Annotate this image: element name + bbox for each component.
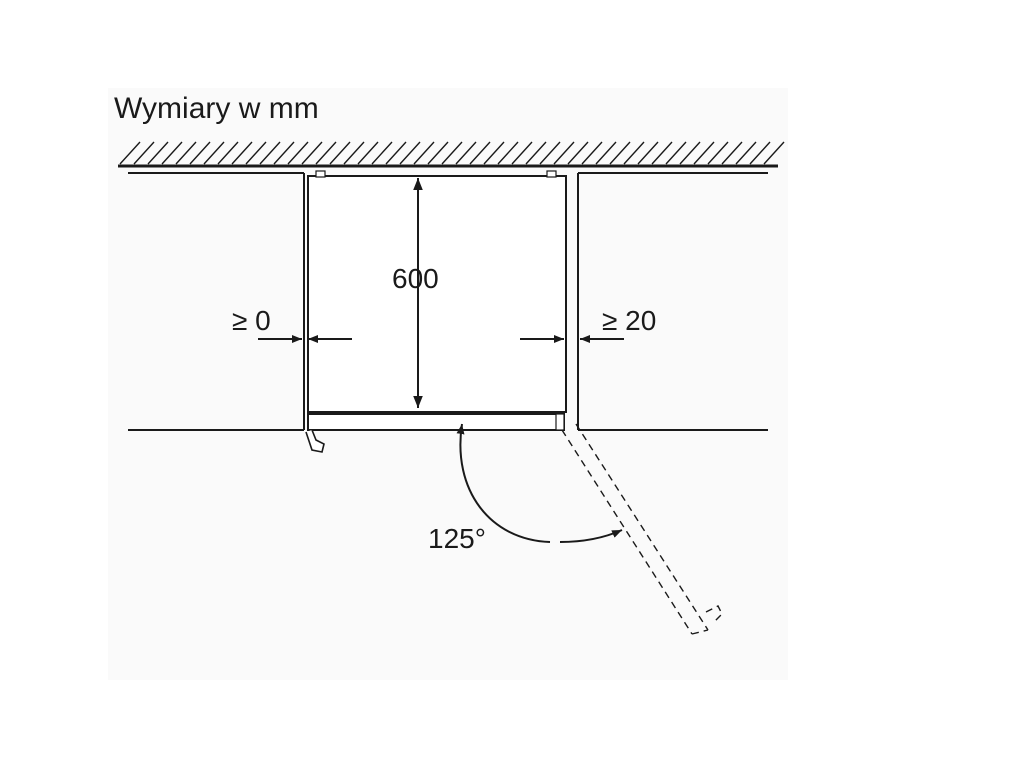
hatch-line — [399, 141, 421, 165]
door-open-position — [561, 423, 723, 635]
hatch-line — [161, 141, 183, 165]
diagram-title: Wymiary w mm — [114, 92, 319, 125]
hatch-line — [189, 141, 211, 165]
hatch-line — [259, 141, 281, 165]
door-handle — [305, 429, 325, 453]
hatch-line — [301, 141, 323, 165]
hatch-line — [427, 141, 449, 165]
hatch-line — [441, 141, 463, 165]
hatch-line — [623, 141, 645, 165]
hatch-line — [119, 141, 141, 165]
hatch-line — [483, 141, 505, 165]
hatch-line — [539, 141, 561, 165]
appliance-door — [307, 413, 565, 431]
hatch-line — [763, 141, 785, 165]
left-cabinet — [128, 172, 305, 431]
hatch-line — [511, 141, 533, 165]
appliance-body — [307, 170, 567, 413]
hatch-line — [133, 141, 155, 165]
hatch-line — [343, 141, 365, 165]
wall-hatching — [119, 141, 785, 165]
hatch-line — [721, 141, 743, 165]
hatch-line — [525, 141, 547, 165]
hatch-line — [707, 141, 729, 165]
hatch-line — [749, 141, 771, 165]
hatch-line — [609, 141, 631, 165]
door-angle-arc — [456, 423, 551, 543]
hatch-line — [497, 141, 519, 165]
hatch-line — [231, 141, 253, 165]
hatch-line — [553, 141, 575, 165]
hatch-line — [455, 141, 477, 165]
hatch-line — [735, 141, 757, 165]
hatch-line — [637, 141, 659, 165]
door-angle-label: 125° — [428, 523, 486, 554]
hatch-line — [469, 141, 491, 165]
hatch-line — [217, 141, 239, 165]
hatch-line — [581, 141, 603, 165]
hatch-line — [245, 141, 267, 165]
hatch-line — [357, 141, 379, 165]
hatch-line — [175, 141, 197, 165]
door-angle-arc-right — [559, 529, 623, 543]
hatch-line — [679, 141, 701, 165]
hatch-line — [567, 141, 589, 165]
hatch-line — [315, 141, 337, 165]
hatch-line — [693, 141, 715, 165]
depth-label: 600 — [392, 263, 439, 294]
hatch-line — [385, 141, 407, 165]
hatch-line — [273, 141, 295, 165]
hatch-line — [413, 141, 435, 165]
hatch-line — [595, 141, 617, 165]
hatch-line — [203, 141, 225, 165]
hatch-line — [329, 141, 351, 165]
hatch-line — [665, 141, 687, 165]
left-gap-label: ≥ 0 — [232, 305, 271, 336]
right-gap-label: ≥ 20 — [602, 305, 656, 336]
hatch-line — [371, 141, 393, 165]
hatch-line — [287, 141, 309, 165]
hatch-line — [147, 141, 169, 165]
right-cabinet — [577, 172, 768, 431]
hatch-line — [651, 141, 673, 165]
